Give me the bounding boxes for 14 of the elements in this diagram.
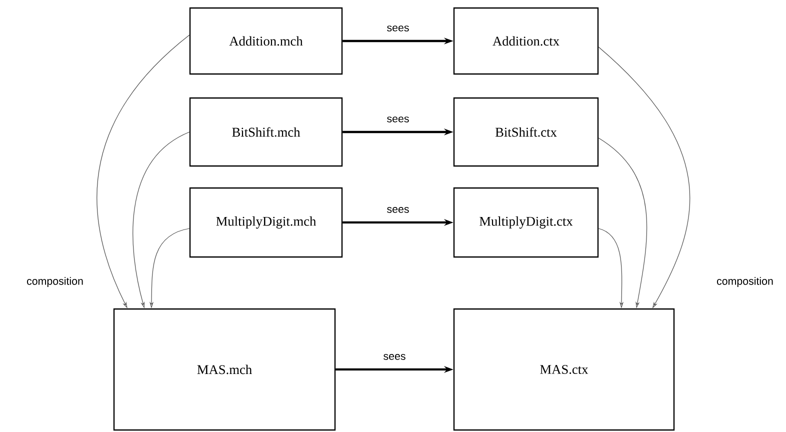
edge-label: sees — [387, 26, 409, 32]
file-box: MAS.mch — [113, 308, 336, 431]
file-box: BitShift.ctx — [453, 97, 599, 167]
file-box: MultiplyDigit.mch — [189, 187, 343, 258]
file-box: BitShift.mch — [189, 97, 343, 167]
file-box: MAS.ctx — [453, 308, 675, 431]
file-box: Addition.ctx — [453, 7, 599, 75]
edge-label: sees — [387, 207, 409, 213]
relation-label: composition — [717, 277, 773, 287]
file-box: Addition.mch — [189, 7, 343, 75]
file-box: MultiplyDigit.ctx — [453, 187, 599, 258]
edge-label: sees — [387, 116, 409, 122]
relation-label: composition — [27, 277, 83, 287]
edge-label: sees — [384, 354, 406, 360]
